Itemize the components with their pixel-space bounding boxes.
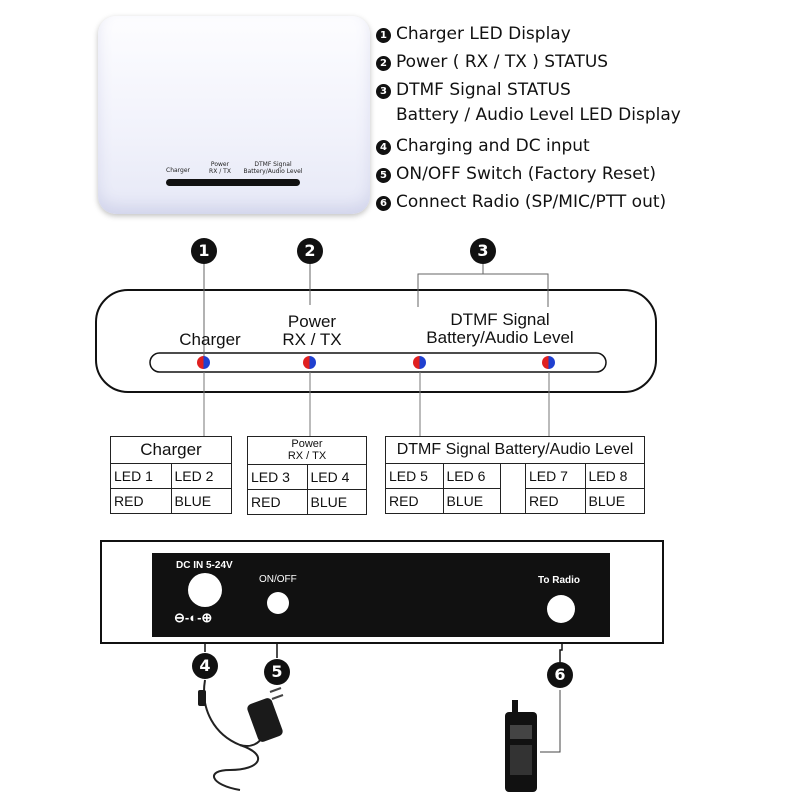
front-label-power: Power RX / TX xyxy=(262,313,362,349)
device-label-charger: Charger xyxy=(166,167,190,174)
feature-number-badge: 6 xyxy=(376,196,391,211)
table-row: RED BLUE xyxy=(386,488,500,513)
front-panel-outline xyxy=(95,289,657,393)
feature-number-badge: 2 xyxy=(376,56,391,71)
table-body: LED 5 LED 6 RED BLUE LED 7 LED 8 RED BLU… xyxy=(386,464,644,513)
table-cell: LED 3 xyxy=(251,469,290,485)
front-label-dtmf-line1: DTMF Signal xyxy=(450,310,550,329)
table-cell: RED xyxy=(529,493,559,509)
feature-item-4: 4 Charging and DC input xyxy=(376,136,590,156)
radio-illustration xyxy=(505,700,537,792)
table-cell: RED xyxy=(251,494,281,510)
feature-item-3-cont: Battery / Audio Level LED Display xyxy=(396,105,681,125)
device-label-power: Power RX / TX xyxy=(200,161,240,175)
feature-number-badge: 4 xyxy=(376,140,391,155)
feature-item-5: 5 ON/OFF Switch (Factory Reset) xyxy=(376,164,656,184)
led-indicator-1 xyxy=(197,356,210,369)
feature-text: Charging and DC input xyxy=(396,136,590,156)
callout-badge-6: 6 xyxy=(547,662,573,688)
feature-text: Connect Radio (SP/MIC/PTT out) xyxy=(396,192,667,212)
table-cell: LED 1 xyxy=(114,468,153,484)
front-label-dtmf: DTMF Signal Battery/Audio Level xyxy=(410,311,590,347)
table-cell: RED xyxy=(114,493,144,509)
feature-text: ON/OFF Switch (Factory Reset) xyxy=(396,164,657,184)
radio-cable xyxy=(540,690,561,753)
table-cell: LED 5 xyxy=(389,468,428,484)
front-label-dtmf-line2: Battery/Audio Level xyxy=(426,328,574,347)
device-label-dtmf-line1: DTMF Signal xyxy=(254,161,292,168)
front-label-power-line1: Power xyxy=(287,312,337,331)
front-label-charger: Charger xyxy=(179,330,241,349)
table-group-left: LED 5 LED 6 RED BLUE xyxy=(386,464,501,513)
charger-led-table: Charger LED 1 LED 2 RED BLUE xyxy=(110,436,232,514)
table-row: RED BLUE xyxy=(248,489,366,514)
polarity-symbol: ⊖-◐-⊕ xyxy=(174,610,213,625)
feature-text: DTMF Signal STATUS xyxy=(396,80,571,100)
callout-badge-5: 5 xyxy=(264,659,290,685)
feature-item-1: 1 Charger LED Display xyxy=(376,24,571,44)
feature-item-3: 3 DTMF Signal STATUS xyxy=(376,80,571,100)
table-row: RED BLUE xyxy=(111,488,231,513)
table-cell: LED 2 xyxy=(170,464,232,488)
table-cell: BLUE xyxy=(170,489,232,513)
table-row: LED 3 LED 4 xyxy=(248,465,366,489)
table-cell: LED 4 xyxy=(306,465,367,489)
on-off-label: ON/OFF xyxy=(259,574,297,585)
charger-adapter-illustration xyxy=(198,679,284,791)
feature-text: Power ( RX / TX ) STATUS xyxy=(396,52,609,72)
table-header: Power RX / TX xyxy=(248,437,366,465)
on-off-switch[interactable] xyxy=(267,592,289,614)
table-header: Charger xyxy=(111,437,231,464)
table-header-line1: Power xyxy=(291,438,323,450)
front-led-strip xyxy=(149,352,607,373)
device-label-dtmf: DTMF Signal Battery/Audio Level xyxy=(240,161,306,175)
table-header: DTMF Signal Battery/Audio Level xyxy=(386,437,644,464)
device-label-power-line1: Power xyxy=(210,161,230,168)
device-label-dtmf-line2: Battery/Audio Level xyxy=(243,168,303,175)
feature-number-badge: 1 xyxy=(376,28,391,43)
dtmf-led-table: DTMF Signal Battery/Audio Level LED 5 LE… xyxy=(385,436,645,514)
table-cell: LED 7 xyxy=(529,468,568,484)
feature-number-badge: 5 xyxy=(376,168,391,183)
to-radio-port xyxy=(547,595,575,623)
table-cell: BLUE xyxy=(306,490,367,514)
feature-text: Battery / Audio Level LED Display xyxy=(396,105,681,125)
table-header-line2: RX / TX xyxy=(287,450,327,462)
feature-item-2: 2 Power ( RX / TX ) STATUS xyxy=(376,52,608,72)
table-row: RED BLUE xyxy=(526,488,644,513)
front-label-power-line2: RX / TX xyxy=(282,330,342,349)
feature-item-6: 6 Connect Radio (SP/MIC/PTT out) xyxy=(376,192,666,212)
dc-input-port xyxy=(188,573,222,607)
table-cell: BLUE xyxy=(442,489,501,513)
table-row: LED 7 LED 8 xyxy=(526,464,644,488)
device-led-strip xyxy=(166,179,300,186)
table-cell: BLUE xyxy=(584,489,645,513)
table-cell: RED xyxy=(389,493,419,509)
to-radio-label: To Radio xyxy=(538,575,581,586)
dc-in-label: DC IN 5-24V xyxy=(176,560,233,571)
led-indicator-2 xyxy=(303,356,316,369)
callout-badge-4: 4 xyxy=(192,653,218,679)
led-indicator-3 xyxy=(413,356,426,369)
callout-badge-3: 3 xyxy=(470,238,496,264)
back-panel-face xyxy=(152,553,610,637)
callout-badge-2: 2 xyxy=(297,238,323,264)
feature-text: Charger LED Display xyxy=(396,24,571,44)
table-row: LED 5 LED 6 xyxy=(386,464,500,488)
power-led-table: Power RX / TX LED 3 LED 4 RED BLUE xyxy=(247,436,367,515)
feature-number-badge: 3 xyxy=(376,84,391,99)
table-group-right: LED 7 LED 8 RED BLUE xyxy=(525,464,644,513)
table-cell: LED 6 xyxy=(442,464,501,488)
table-cell: LED 8 xyxy=(584,464,645,488)
table-row: LED 1 LED 2 xyxy=(111,464,231,488)
device-label-power-line2: RX / TX xyxy=(209,168,231,175)
led-indicator-4 xyxy=(542,356,555,369)
callout-badge-1: 1 xyxy=(191,238,217,264)
